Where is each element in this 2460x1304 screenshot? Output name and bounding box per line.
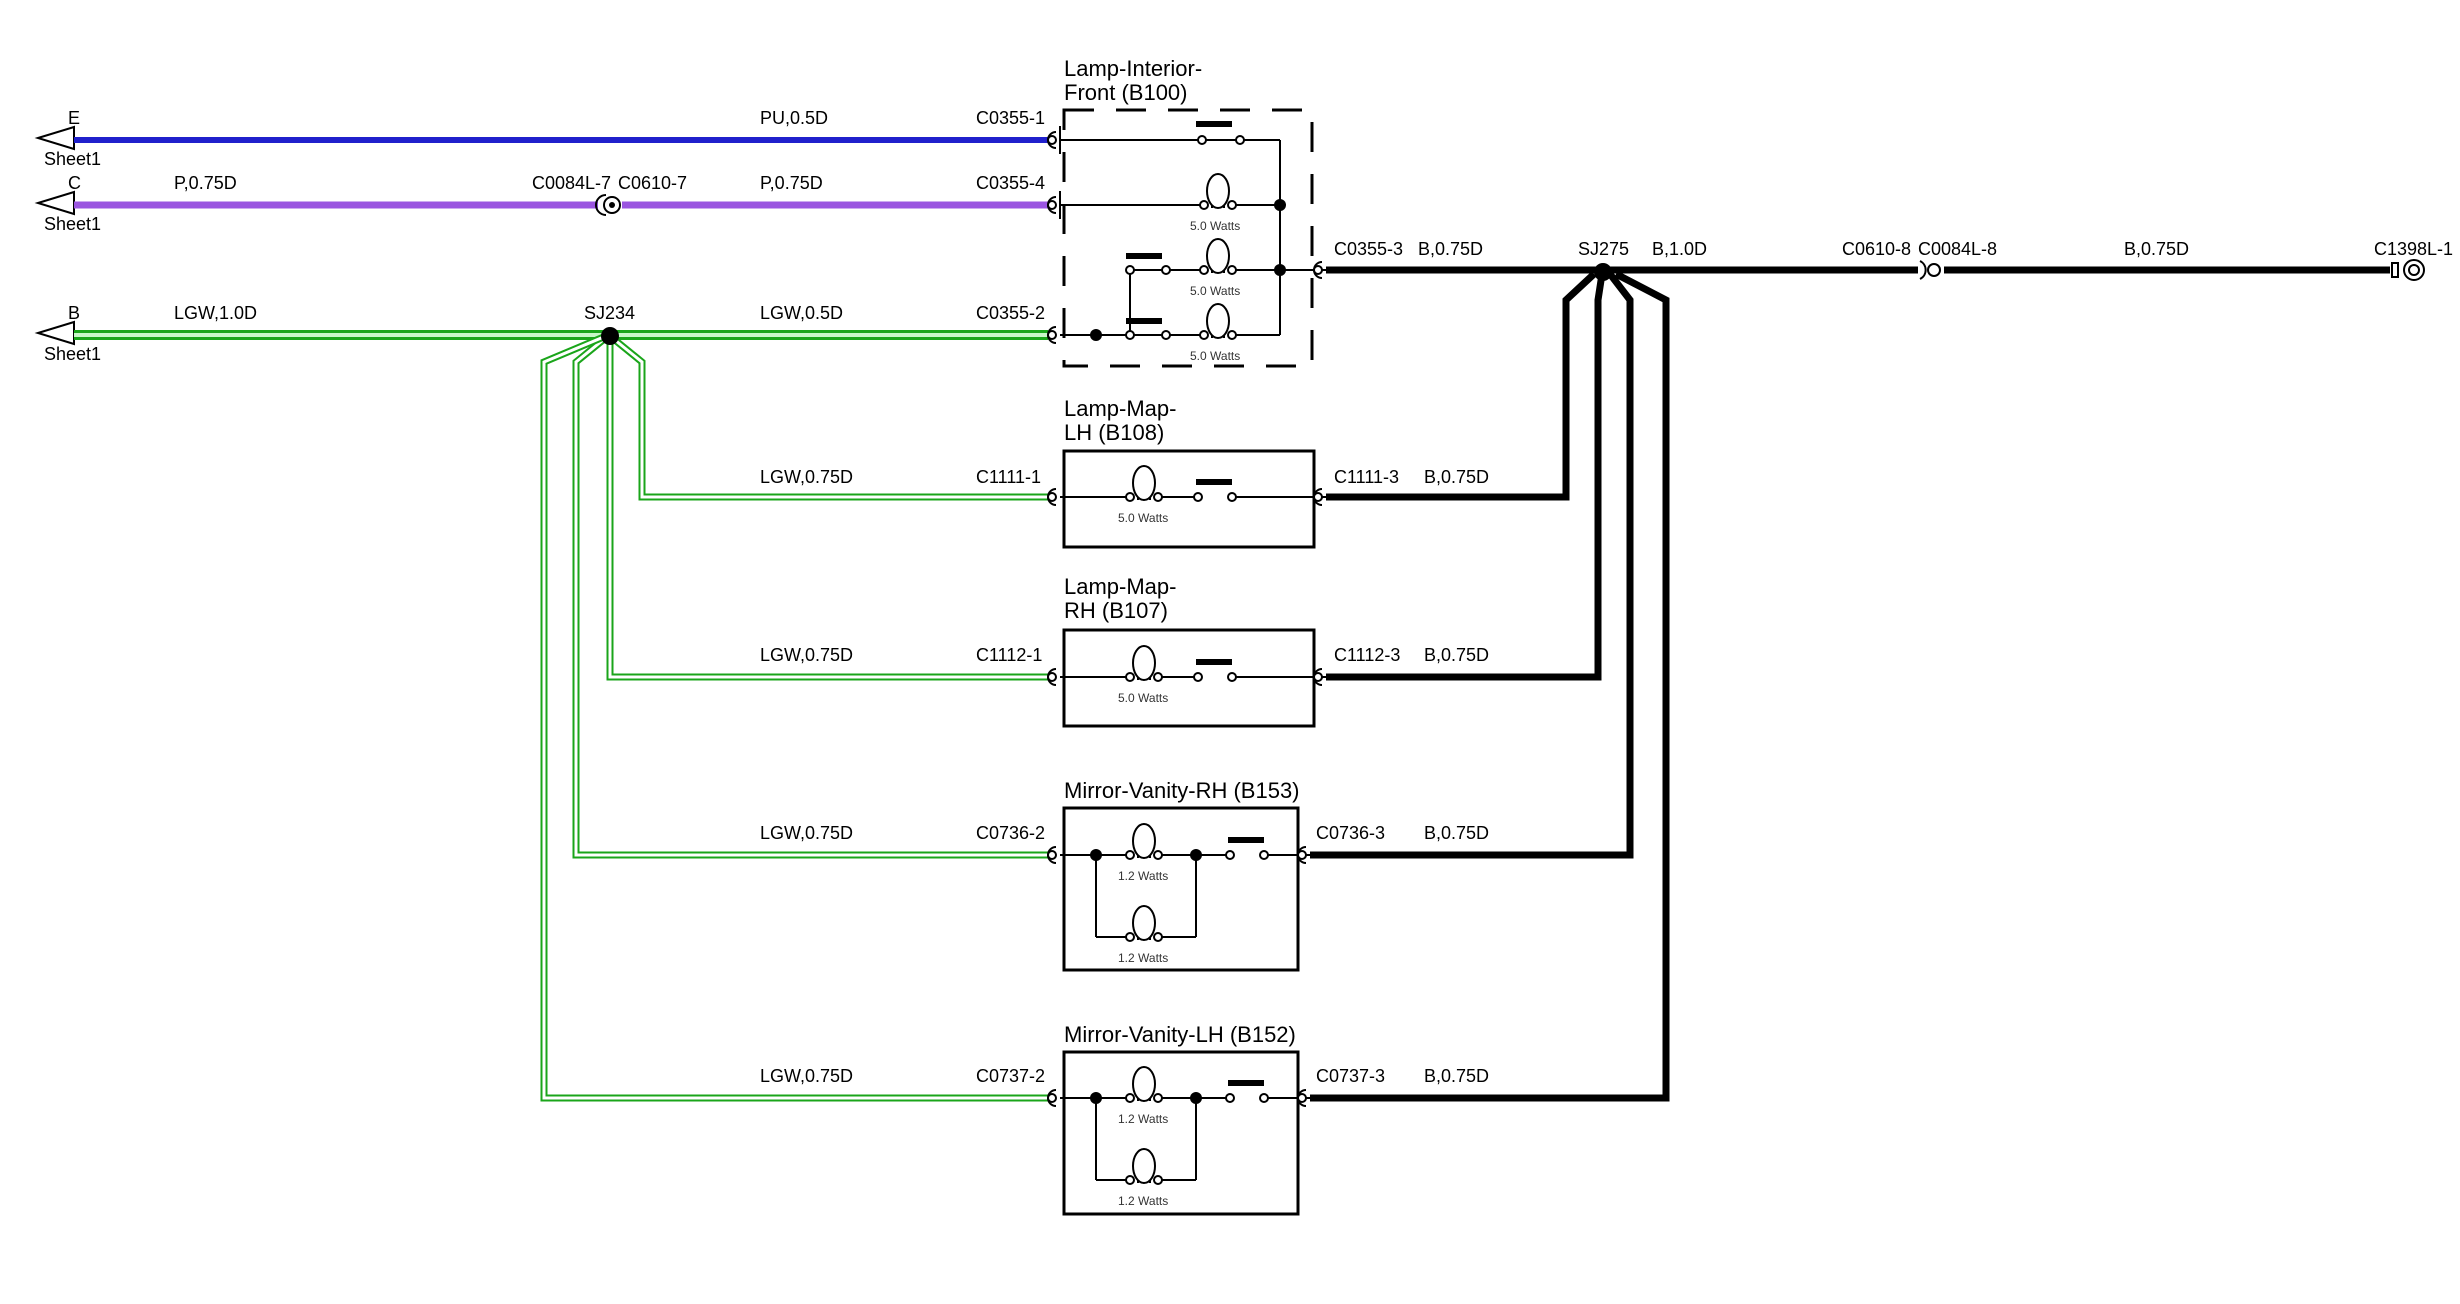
splice-sj234[interactable] [601,327,619,345]
connector-label: C0355-1 [976,108,1045,128]
watt-label: 1.2 Watts [1118,869,1168,883]
component-lamp-map-rh[interactable]: Lamp-Map- RH (B107) 5.0 Watts [1060,574,1326,728]
connector-label: C0737-2 [976,1066,1045,1086]
sheet-ref-label: Sheet1 [44,214,101,234]
connector-label: C0736-2 [976,823,1045,843]
sheet-ref-e[interactable]: E Sheet1 [34,108,101,169]
sheet-ref-label: Sheet1 [44,344,101,364]
wire-label: LGW,0.75D [760,1066,853,1086]
sheet-ref-letter: C [68,173,81,193]
sheet-ref-b[interactable]: B Sheet1 [34,303,101,364]
wire-label: LGW,0.75D [760,467,853,487]
component-lamp-map-lh[interactable]: Lamp-Map- LH (B108) 5.0 Watts [1060,396,1326,549]
wire-label: LGW,0.75D [760,645,853,665]
connector-label: C0736-3 [1316,823,1385,843]
component-title: RH (B107) [1064,598,1168,623]
watt-label: 1.2 Watts [1118,1112,1168,1126]
connector-label: C0737-3 [1316,1066,1385,1086]
wire-label: PU,0.5D [760,108,828,128]
sheet-ref-letter: E [68,108,80,128]
ground-connector-c1398l[interactable] [2391,259,2425,281]
wire-label: LGW,0.75D [760,823,853,843]
component-mirror-vanity-rh[interactable]: Mirror-Vanity-RH (B153) 1.2 Watts 1.2 Wa… [1060,778,1310,972]
component-title: Mirror-Vanity-LH (B152) [1064,1022,1296,1047]
watt-label: 5.0 Watts [1118,511,1168,525]
component-title: LH (B108) [1064,420,1164,445]
wire-label: LGW,1.0D [174,303,257,323]
connector-label: C1112-3 [1334,645,1400,665]
wire-label: P,0.75D [174,173,237,193]
component-mirror-vanity-lh[interactable]: Mirror-Vanity-LH (B152) 1.2 Watts 1.2 Wa… [1060,1022,1310,1216]
splice-label: SJ234 [584,303,635,323]
connector-label: C0355-2 [976,303,1045,323]
connector-label: C0084L-8 [1918,239,1997,259]
connector-label: C0610-8 [1842,239,1911,259]
connector-label: C0355-3 [1334,239,1403,259]
watt-label: 5.0 Watts [1118,691,1168,705]
watt-label: 5.0 Watts [1190,349,1240,363]
connector-label: C0355-4 [976,173,1045,193]
watt-label: 1.2 Watts [1118,951,1168,965]
sheet-ref-letter: B [68,303,80,323]
wire-label: B,0.75D [1418,239,1483,259]
wire-lgw-branches[interactable] [540,332,1048,1102]
wire-label: B,1.0D [1652,239,1707,259]
component-title: Front (B100) [1064,80,1188,105]
component-title: Lamp-Interior- [1064,56,1202,81]
sheet-ref-c[interactable]: C Sheet1 [34,173,101,234]
connector-label: C1111-3 [1334,467,1399,487]
terminal-pins-left [1047,126,1061,1107]
wire-label: B,0.75D [1424,467,1489,487]
sheet-ref-label: Sheet1 [44,149,101,169]
connector-label: C0084L-7 [532,173,611,193]
inline-connector-c0084l-c0610[interactable] [595,194,621,216]
wire-label: B,0.75D [1424,645,1489,665]
wire-label: B,0.75D [1424,1066,1489,1086]
component-title: Lamp-Map- [1064,396,1176,421]
wire-label: B,0.75D [2124,239,2189,259]
splice-sj275[interactable] [1594,263,1612,281]
wire-b-ground[interactable] [1310,266,2390,1102]
connector-label: C1111-1 [976,467,1041,487]
splice-label: SJ275 [1578,239,1629,259]
connector-label: C1112-1 [976,645,1042,665]
component-title: Lamp-Map- [1064,574,1176,599]
wire-label: P,0.75D [760,173,823,193]
component-lamp-interior-front[interactable]: Lamp-Interior- Front (B100) 5.0 Watts [1060,56,1336,368]
watt-label: 5.0 Watts [1190,219,1240,233]
watt-label: 5.0 Watts [1190,284,1240,298]
connector-label: C0610-7 [618,173,687,193]
wire-label: LGW,0.5D [760,303,843,323]
inline-connector-c0610-c0084l[interactable] [1919,260,1941,280]
component-title: Mirror-Vanity-RH (B153) [1064,778,1300,803]
watt-label: 1.2 Watts [1118,1194,1168,1208]
wire-label: B,0.75D [1424,823,1489,843]
connector-label: C1398L-1 [2374,239,2453,259]
